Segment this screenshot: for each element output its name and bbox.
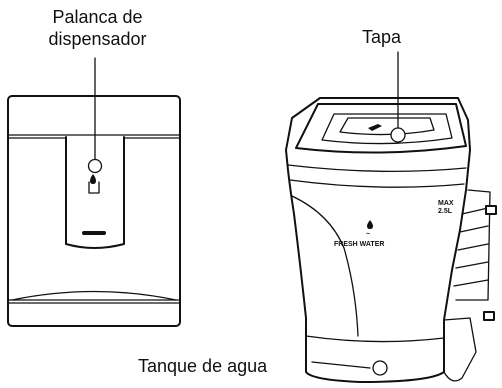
- water-tank-marker: [372, 360, 388, 376]
- cup-icon: [88, 181, 100, 194]
- tank-side-clip-upper: [485, 205, 497, 215]
- tank-rib-5: [453, 279, 489, 287]
- tank-level-text: 2.5L: [438, 208, 453, 215]
- lid-marker: [390, 127, 406, 143]
- tank-rear-foot: [443, 317, 477, 382]
- tank-lid-inner: [321, 113, 453, 145]
- water-drop-icon: [90, 174, 96, 184]
- tank-rim-line-1: [287, 164, 467, 173]
- water-tank: ~ FRESH WATER MAX 2.5L: [285, 97, 497, 383]
- tank-rib-2: [459, 225, 489, 233]
- dispenser-lever-label: Palanca de dispensador: [0, 6, 195, 50]
- tank-rim-line-2: [289, 179, 465, 188]
- lid-latch-icon: [368, 124, 382, 131]
- door-bottom-tray-curve: [11, 290, 177, 301]
- tank-fresh-water-text: FRESH WATER: [334, 241, 384, 248]
- water-tank-leader-line: [311, 361, 371, 369]
- dispenser-recess: [65, 136, 125, 249]
- tank-base-line: [305, 335, 445, 343]
- dispenser-lever-label-text: Palanca de dispensador: [48, 7, 147, 49]
- tank-rib-3: [457, 243, 489, 251]
- lid-label: Tapa: [362, 27, 402, 47]
- tank-wave-symbol: ~: [366, 231, 370, 238]
- water-tank-label: Tanque de agua: [138, 356, 268, 376]
- tank-side-panel: [455, 189, 491, 301]
- tank-lid-outline: [295, 103, 467, 154]
- tank-front-contour: [291, 195, 359, 337]
- tank-rib-4: [455, 261, 489, 269]
- tank-rib-1: [461, 207, 489, 215]
- dispenser-drip-slot: [82, 231, 106, 235]
- dispenser-lever-marker: [87, 158, 103, 174]
- tank-water-drop-icon: [367, 220, 373, 229]
- tank-max-text: MAX: [438, 200, 454, 207]
- tank-side-clip-lower: [483, 311, 495, 321]
